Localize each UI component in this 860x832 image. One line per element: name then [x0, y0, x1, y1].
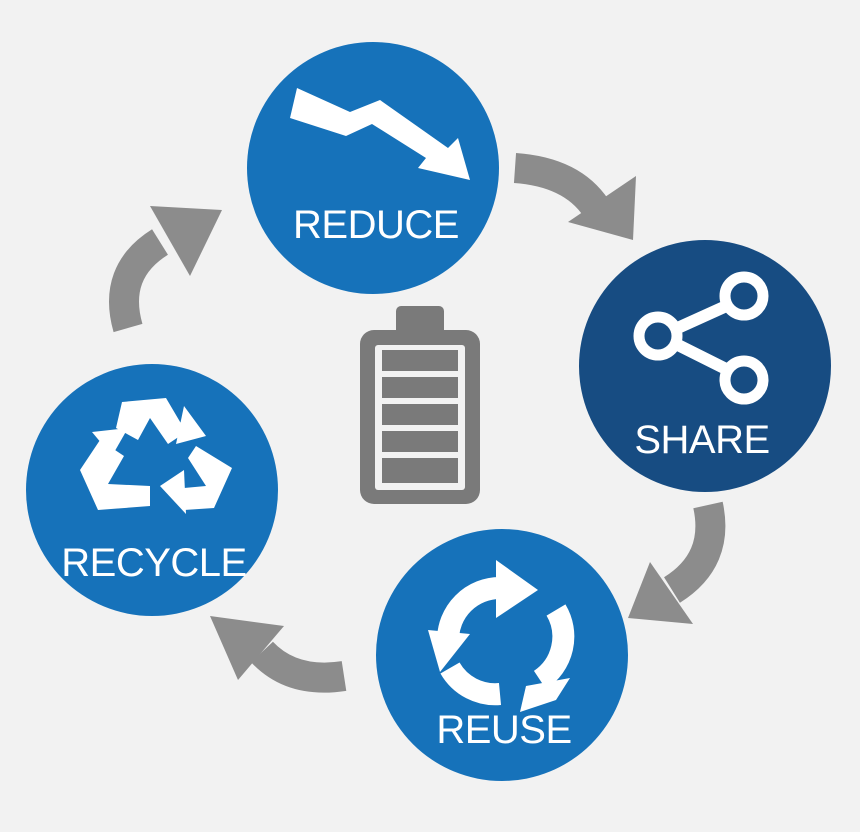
circular-arrows-heads — [428, 560, 570, 712]
arrow-reuse-to-recycle-icon — [210, 616, 347, 693]
share-icon — [633, 271, 769, 405]
node-recycle-label: RECYCLE — [61, 541, 246, 585]
arrow-reduce-to-share-icon — [513, 153, 636, 240]
node-share: SHARE — [579, 240, 831, 492]
node-reuse: REUSE — [376, 529, 628, 781]
node-reuse-label: REUSE — [436, 708, 571, 752]
node-reduce-label: REDUCE — [293, 203, 459, 247]
node-share-label: SHARE — [634, 418, 769, 462]
node-recycle-circle — [26, 364, 278, 616]
battery-icon — [360, 306, 480, 504]
arrow-recycle-to-reduce-icon — [109, 206, 222, 333]
node-recycle: RECYCLE — [26, 364, 278, 616]
trend-down-arrow-icon — [290, 88, 470, 180]
node-reuse-circle — [376, 529, 628, 781]
node-reduce: REDUCE — [247, 42, 499, 294]
node-share-circle — [579, 240, 831, 492]
recycle-icon — [80, 398, 232, 514]
arrow-share-to-reuse-icon — [628, 501, 726, 624]
circular-arrows-icon — [437, 577, 575, 706]
